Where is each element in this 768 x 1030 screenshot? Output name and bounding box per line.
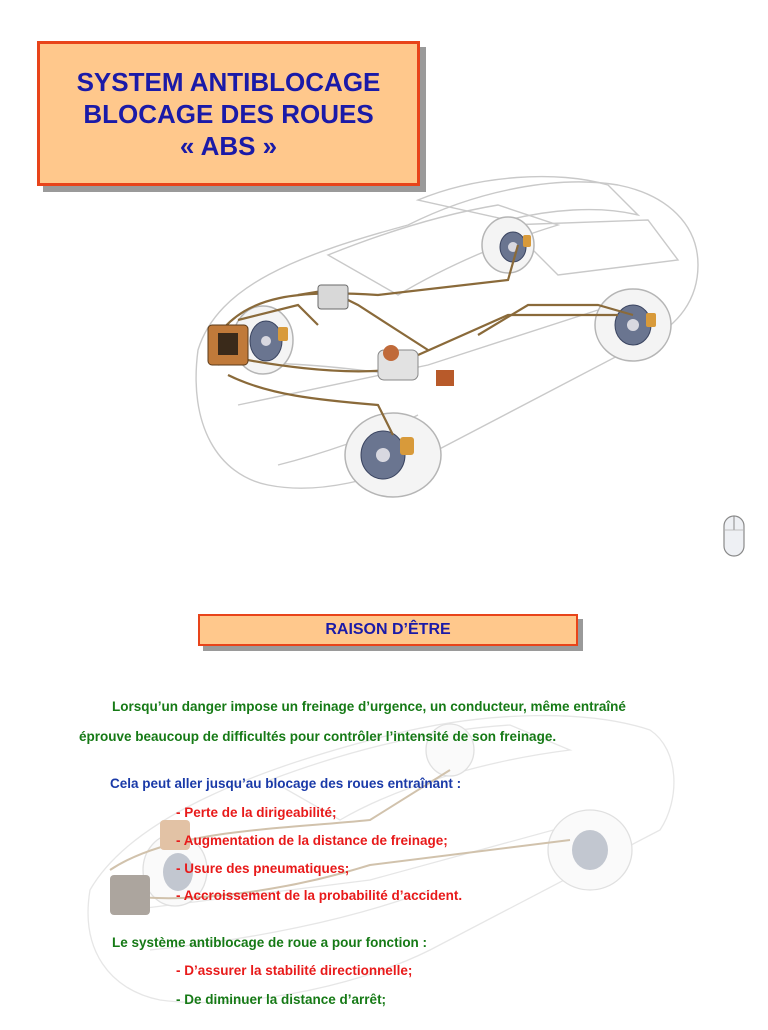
- title-line-3: « ABS »: [179, 130, 278, 161]
- consequence-item: - Augmentation de la distance de freinag…: [176, 833, 448, 848]
- car-faded-illustration: [87, 714, 675, 1004]
- para1-line1: Lorsqu’un danger impose un freinage d’ur…: [112, 699, 626, 714]
- function-item: - D’assurer la stabilité directionnelle;: [176, 963, 413, 978]
- title-line-2: BLOCAGE DES ROUES: [83, 98, 374, 129]
- consequence-item: - Usure des pneumatiques;: [176, 861, 350, 876]
- function-item: - De diminuer la distance d’arrêt;: [176, 992, 387, 1007]
- mouse-icon: [723, 515, 745, 557]
- consequence-item: - Perte de la dirigeabilité;: [176, 805, 337, 820]
- car-abs-illustration: [195, 175, 699, 498]
- para3-intro: Le système antiblocage de roue a pour fo…: [112, 935, 428, 950]
- section-heading: RAISON D’ÊTRE: [325, 621, 451, 638]
- para2-intro: Cela peut aller jusqu’au blocage des rou…: [110, 776, 462, 791]
- para1-line2: éprouve beaucoup de difficultés pour con…: [79, 729, 557, 744]
- title-line-1: SYSTEM ANTIBLOCAGE: [76, 66, 381, 97]
- title-box: SYSTEM ANTIBLOCAGE BLOCAGE DES ROUES « A…: [37, 41, 420, 186]
- consequence-item: - Accroissement de la probabilité d’acci…: [176, 888, 463, 903]
- section-heading-box: RAISON D’ÊTRE: [198, 614, 578, 646]
